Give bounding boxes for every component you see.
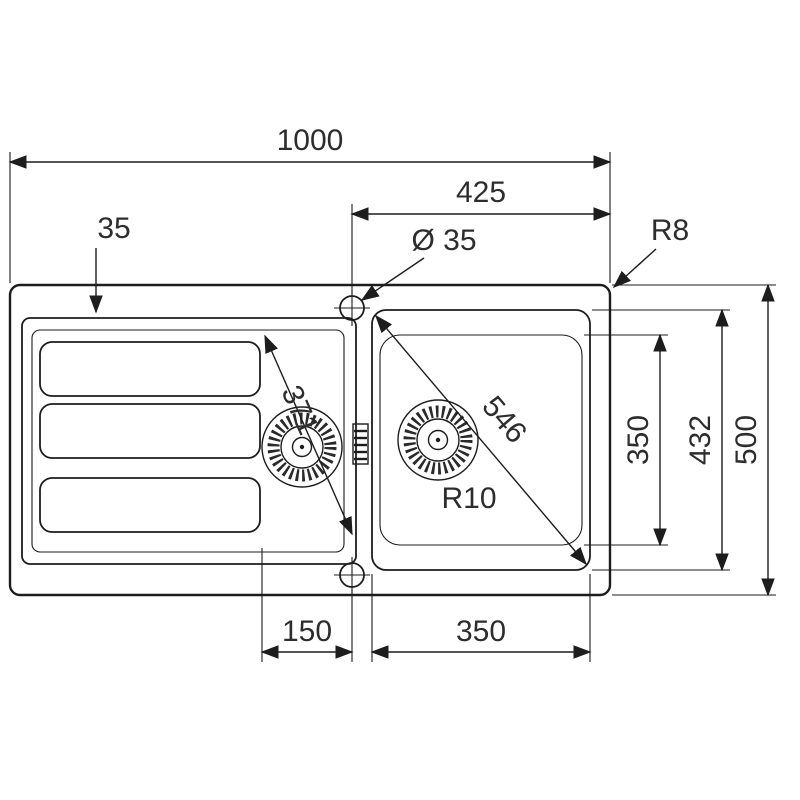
dim-label-bowl-inner-depth: 350 [622,415,655,465]
dim-label-tap-hole-offset: 150 [282,615,332,648]
tap-hole-circle [339,295,365,321]
drainboard-outer-line [21,317,357,565]
dimension-outer-corner-radius: R8 [612,214,689,289]
leader-line [612,248,657,289]
drainboard-slat [39,477,261,533]
main-bowl-rim [371,309,591,571]
dim-label-outer-corner-radius: R8 [651,214,689,247]
leader-line [360,257,425,301]
dim-label-bowl-outer-depth: 432 [684,415,717,465]
main-bowl-drain-strainer [397,399,479,481]
dimension-right-section-width: 425 [350,176,612,294]
dim-label-overall-width: 1000 [277,124,344,157]
overflow-rect [352,423,369,465]
dim-label-rim-inset: 35 [97,212,130,245]
dimension-line [264,334,353,536]
dimension-bowl-width: 350 [370,574,592,662]
dim-label-bowl-diagonal: 546 [475,390,533,450]
dimension-tap-hole-diameter: Ø 35 [360,224,477,301]
tap-hole-circle [339,562,365,588]
dimension-rim-inset: 35 [89,212,131,314]
dimension-bowl-inner-depth: 350 [584,333,668,547]
dim-label-bowl-width: 350 [456,615,506,648]
dim-label-bowl-corner-radius: R10 [441,482,496,515]
tap-hole-top [334,290,370,326]
dimension-line [375,314,587,566]
strainer-center [435,437,441,443]
strainer-center [299,444,305,450]
dim-label-right-section-width: 425 [456,176,506,209]
dimension-overall-width: 1000 [8,124,612,283]
tap-hole-bottom [334,557,370,593]
sink-outline [8,283,612,597]
drainboard-slat [39,403,261,459]
overflow-vent [352,423,369,465]
dim-label-overall-depth: 500 [730,415,763,465]
dimension-overall-depth: 500 [612,283,776,597]
drainboard-slat [39,341,261,397]
dimension-tap-hole-offset: 150 [260,548,354,662]
dimension-bowl-outer-depth: 432 [592,308,730,572]
drainboard-inner-line [31,329,345,553]
dim-label-tap-hole-diameter: Ø 35 [411,224,476,257]
dimension-bowl-diagonal: 546 [375,314,587,566]
dimension-bowl-corner-radius: R10 [441,482,496,515]
drainboard [21,317,357,565]
